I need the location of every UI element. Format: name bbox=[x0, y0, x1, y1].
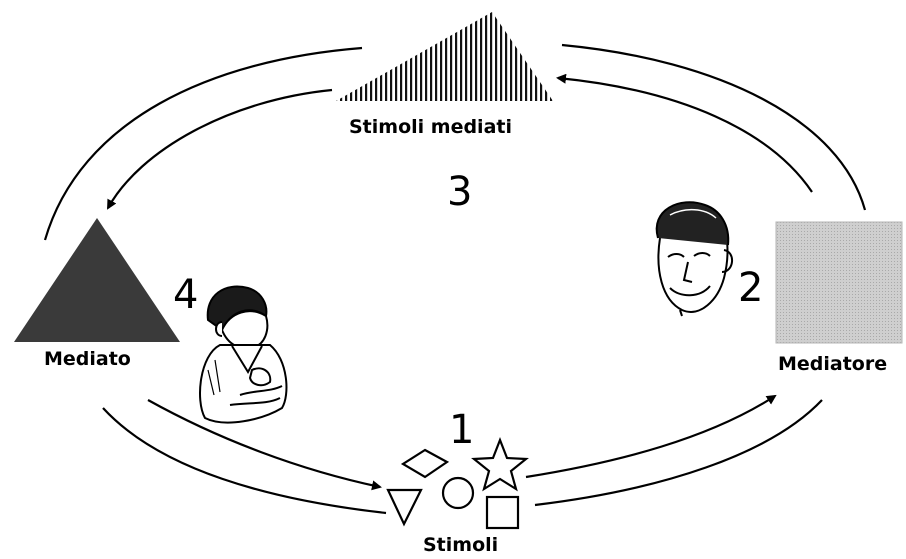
diamond-shape bbox=[400, 448, 450, 479]
step-number-3: 3 bbox=[447, 169, 473, 215]
neck bbox=[679, 309, 683, 317]
step-number-4: 4 bbox=[173, 272, 199, 318]
man-face-illustration bbox=[655, 201, 733, 317]
step-number-1: 1 bbox=[449, 407, 475, 453]
arc-top-left-outer bbox=[43, 46, 363, 241]
eye-left bbox=[667, 253, 685, 258]
stimoli-mediati-striped-triangle bbox=[336, 12, 553, 101]
hair bbox=[655, 201, 730, 246]
label-mediato: Mediato bbox=[44, 348, 131, 370]
nose bbox=[682, 261, 693, 283]
face-outline bbox=[657, 219, 729, 313]
child-hands bbox=[248, 367, 272, 387]
stimoli-shapes bbox=[386, 436, 529, 530]
arc-bottom-left-inner-arrow bbox=[147, 399, 382, 491]
hair-highlight bbox=[669, 209, 717, 219]
arc-bottom-left-outer bbox=[102, 407, 387, 515]
label-mediatore: Mediatore bbox=[778, 353, 888, 375]
down-triangle-shape bbox=[386, 488, 423, 527]
arc-bottom-right-inner-arrow bbox=[525, 394, 777, 479]
star-shape bbox=[471, 436, 529, 492]
step-number-2: 2 bbox=[738, 265, 764, 311]
square-shape bbox=[485, 495, 520, 530]
child-sleeve-lines bbox=[207, 359, 221, 396]
ear bbox=[721, 249, 733, 273]
child-ear bbox=[215, 321, 223, 337]
arc-top-right-inner-arrow bbox=[556, 73, 813, 193]
mediatore-square bbox=[775, 221, 903, 344]
cycle-arrows bbox=[43, 43, 867, 515]
child-arms bbox=[229, 385, 283, 406]
child-body bbox=[199, 344, 288, 424]
label-stimoli: Stimoli bbox=[423, 534, 499, 556]
arc-top-left-inner-arrow bbox=[107, 88, 333, 210]
arc-bottom-right-outer bbox=[534, 399, 823, 507]
mediato-triangle bbox=[14, 218, 180, 342]
eye-right bbox=[693, 252, 711, 257]
arc-top-right-outer bbox=[561, 43, 867, 211]
label-stimoli-mediati: Stimoli mediati bbox=[349, 116, 512, 138]
circle-shape bbox=[441, 476, 475, 510]
child-illustration bbox=[199, 285, 288, 424]
smile bbox=[669, 285, 711, 297]
child-collar bbox=[231, 345, 263, 375]
